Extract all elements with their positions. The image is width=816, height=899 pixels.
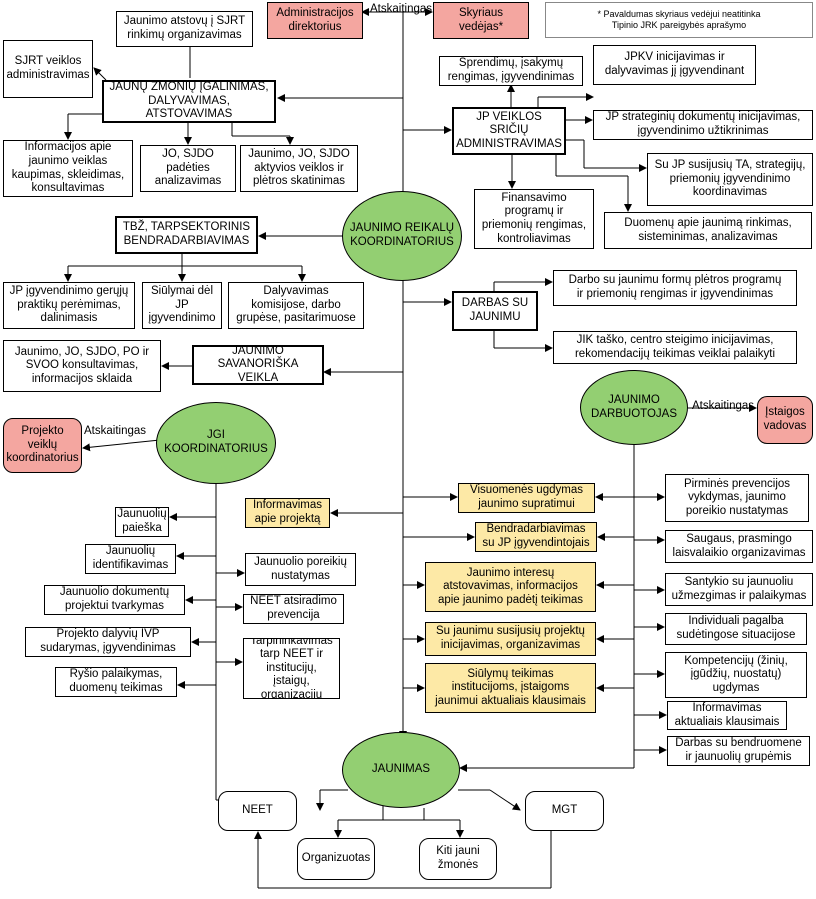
jgi-right-1: Jaunuolio poreikių nustatymas xyxy=(245,553,356,586)
youthwork-item-1: Darbo su jaunimu formų plėtros programų … xyxy=(553,270,797,306)
jgi-coordinator-oval: JGI KOORDINATORIUS xyxy=(156,402,276,484)
policy-item-2: JPKV inicijavimas ir dalyvavimas jį įgyv… xyxy=(593,45,756,85)
worker-task-1: Pirminės prevencijos vykdymas, jaunimo p… xyxy=(665,474,809,522)
jgi-right-2: NEET atsiradimo prevencija xyxy=(243,594,344,624)
reporting-label-top: Atskaitingas xyxy=(370,3,433,15)
worker-task-6: Informavimas aktualiais klausimais xyxy=(667,701,787,730)
policy-item-4: Su JP susijusių TA, strategijų, priemoni… xyxy=(647,153,813,206)
footnote: * Pavaldumas skyriaus vedėjui neatitinka… xyxy=(545,2,813,38)
other-youth-box: Kiti jauni žmonės xyxy=(419,838,497,880)
policy-item-5: Finansavimo programų ir priemonių rengim… xyxy=(474,189,594,249)
empowerment-item-4: JO, SJDO padėties analizavimas xyxy=(140,145,236,192)
policy-item-6: Duomenų apie jaunimą rinkimas, sistemini… xyxy=(604,212,812,249)
cooperation-item-3: Dalyvavimas komisijose, darbo grupėse, p… xyxy=(228,282,364,329)
worker-task-2: Saugaus, prasmingo laisvalaikio organiza… xyxy=(665,530,813,563)
worker-task-7: Darbas su bendruomene ir jaunuolių grupė… xyxy=(667,736,810,766)
empowerment-item-3: Informacijos apie jaunimo veiklas kaupim… xyxy=(3,140,133,197)
shared-task-4: Su jaunimu susijusių projektų inicijavim… xyxy=(425,622,596,656)
empowerment-item-5: Jaunimo, JO, SJDO aktyvios veiklos ir pl… xyxy=(240,145,358,192)
cooperation-item-2: Siūlymai dėl JP įgyvendinimo xyxy=(142,282,222,329)
cooperation-item-1: JP įgyvendinimo gerųjų praktikų perėmima… xyxy=(3,282,135,329)
neet-box: NEET xyxy=(218,791,297,831)
department-head-box: Skyriaus vedėjas* xyxy=(433,2,529,39)
volunteer-item: Jaunimo, JO, SJDO, PO ir SVOO konsultavi… xyxy=(3,340,161,392)
policy-item-3: JP strateginių dokumentų inicijavimas, į… xyxy=(593,110,813,140)
jgi-right-3: Tarpininkavimas tarp NEET ir institucijų… xyxy=(243,638,340,699)
shared-task-1: Visuomenės ugdymas jaunimo supratimui xyxy=(458,483,595,513)
policy-item-1: Sprendimų, įsakymų rengimas, įgyvendinim… xyxy=(439,56,583,86)
shared-task-5: Siūlymų teikimas institucijoms, įstaigom… xyxy=(425,663,596,713)
jgi-left-4: Projekto dalyvių IVP sudarymas, įgyvendi… xyxy=(25,627,191,657)
reporting-label-jgi: Atskaitingas xyxy=(84,425,147,437)
empowerment-main-box: JAUNŲ ŽMONIŲ ĮGALINIMAS, DALYVAVIMAS, AT… xyxy=(102,80,276,123)
administration-director-box: Administracijos direktorius xyxy=(267,2,363,39)
worker-task-3: Santykio su jaunuoliu užmezgimas ir pala… xyxy=(665,573,813,606)
youth-worker-oval: JAUNIMO DARBUOTOJAS xyxy=(580,370,688,445)
coordinator-oval: JAUNIMO REIKALŲ KOORDINATORIUS xyxy=(342,191,462,281)
reporting-label-darbuotojas: Atskaitingas xyxy=(692,400,755,412)
youthwork-item-2: JIK taško, centro steigimo inicijavimas,… xyxy=(553,331,797,364)
jgi-informing-box: Informavimas apie projektą xyxy=(245,498,330,528)
empowerment-item-1: Jaunimo atstovų į SJRT rinkimų organizav… xyxy=(116,11,253,47)
worker-task-4: Individuali pagalba sudėtingose situacij… xyxy=(665,613,807,645)
shared-task-3: Jaunimo interesų atstovavimas, informaci… xyxy=(425,562,596,612)
cooperation-main-box: TBŽ, TARPSEKTORINIS BENDRADARBIAVIMAS xyxy=(115,216,258,254)
project-coordinator-box: Projekto veiklų koordinatorius xyxy=(3,418,82,473)
policy-main-box: JP VEIKLOS SRIČIŲ ADMINISTRAVIMAS xyxy=(452,107,566,155)
empowerment-item-2: SJRT veiklos administravimas xyxy=(3,40,93,98)
shared-task-2: Bendradarbiavimas su JP įgyvendintojais xyxy=(475,522,597,552)
organized-box: Organizuotas xyxy=(297,838,375,880)
worker-task-5: Kompetencijų (žinių, įgūdžių, nuostatų) … xyxy=(665,652,807,698)
youthwork-main-box: DARBAS SU JAUNIMU xyxy=(452,291,538,331)
jgi-left-2: Jaunuolių identifikavimas xyxy=(85,544,176,574)
jgi-left-3: Jaunuolio dokumentų projektui tvarkymas xyxy=(44,585,185,615)
mgt-box: MGT xyxy=(525,791,604,831)
volunteer-main-box: JAUNIMO SAVANORIŠKA VEIKLA xyxy=(192,345,324,385)
institution-head-box: Įstaigos vadovas xyxy=(757,396,813,444)
jgi-left-5: Ryšio palaikymas, duomenų teikimas xyxy=(55,667,177,697)
jgi-left-1: Jaunuolių paieška xyxy=(115,507,169,537)
youth-oval: JAUNIMAS xyxy=(342,732,460,808)
